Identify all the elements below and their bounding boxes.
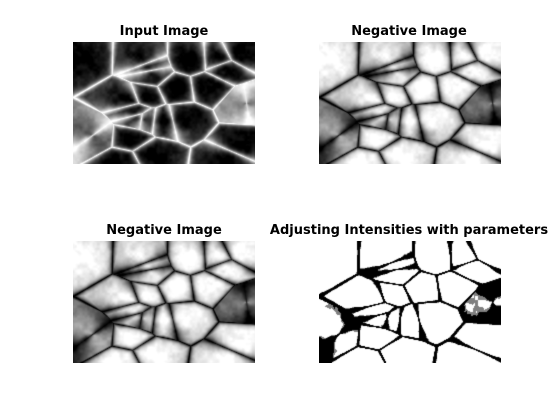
negative-image-1	[319, 42, 501, 164]
negative-image-2	[73, 241, 255, 363]
input-image	[73, 42, 255, 164]
panel-title-negative-2: Negative Image	[106, 223, 222, 238]
adjusted-intensity-image	[319, 241, 501, 363]
panel-title-adjusted: Adjusting Intensities with parameters	[269, 223, 549, 238]
panel-title-negative-1: Negative Image	[351, 24, 467, 39]
panel-title-input: Input Image	[119, 24, 209, 39]
